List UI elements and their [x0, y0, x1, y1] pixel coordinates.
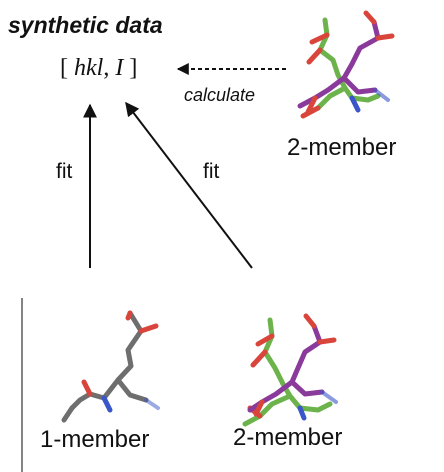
formula-open-bracket: [ [60, 55, 68, 81]
formula-intensity: I [115, 55, 124, 81]
fit-right-label: fit [203, 160, 220, 183]
one-member-model [61, 310, 160, 423]
formula-comma: , [103, 55, 110, 81]
two-member-model-top [297, 10, 395, 119]
hkl-intensity-formula: [ hkl, I ] [60, 55, 137, 82]
fit-right-arrow [125, 101, 253, 269]
top-right-model-label: 2-member [287, 134, 397, 161]
formula-hkl: hkl [74, 55, 104, 81]
bottom-right-model-label: 2-member [233, 424, 343, 451]
formula-close-bracket: ] [129, 55, 138, 81]
bottom-left-model-label: 1-member [40, 426, 150, 453]
two-member-model-bottom [242, 313, 338, 427]
fit-left-label: fit [56, 160, 73, 183]
diagram-title: synthetic data [8, 12, 163, 38]
calculate-label: calculate [184, 85, 256, 105]
